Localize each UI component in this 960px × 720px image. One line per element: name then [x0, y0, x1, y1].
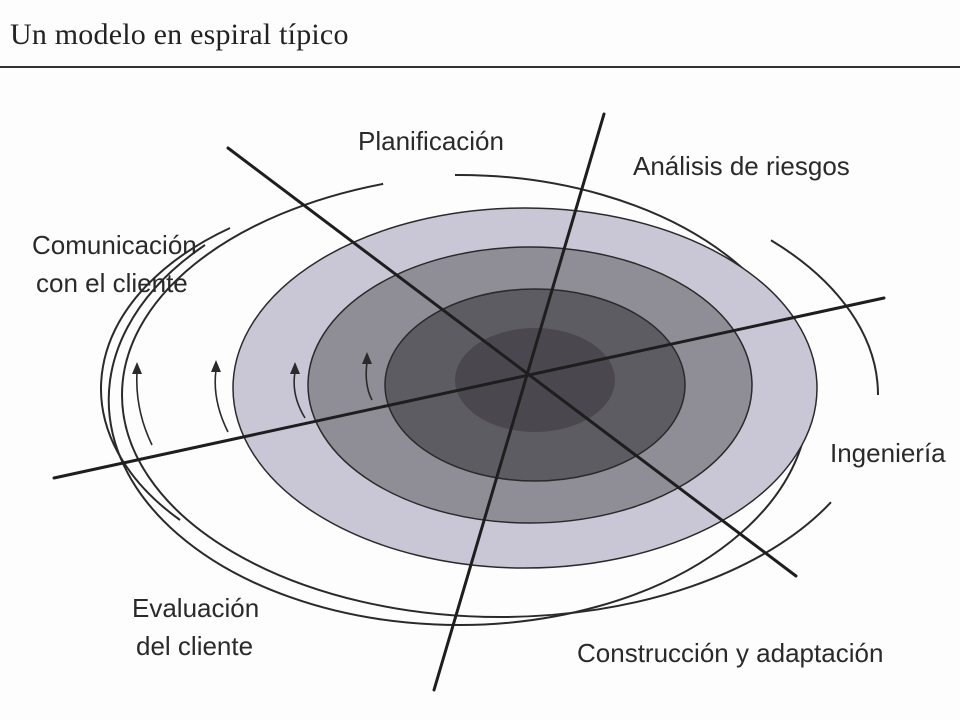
arrow-heads — [132, 352, 372, 374]
label-communication-1: Comunicación — [32, 230, 197, 260]
arrow-4 — [365, 361, 373, 401]
line-steep — [432, 112, 606, 692]
arrow-1 — [135, 371, 153, 446]
page-title: Un modelo en espiral típico — [10, 18, 349, 51]
spiral-arrows — [135, 361, 373, 446]
title-underline — [0, 66, 960, 68]
outer-orbit-arc — [107, 173, 810, 626]
label-engineering: Ingeniería — [830, 438, 946, 468]
label-construction: Construcción y adaptación — [577, 638, 883, 668]
label-evaluation-1: Evaluación — [132, 593, 259, 623]
label-planning: Planificación — [358, 126, 504, 156]
outer-orbit — [121, 172, 879, 618]
arrow-2 — [214, 369, 229, 433]
label-communication-2: con el cliente — [36, 268, 188, 298]
outer-orbit-arc-left — [100, 227, 231, 521]
label-risk-analysis: Análisis de riesgos — [633, 151, 850, 181]
line-horizontal — [52, 296, 886, 480]
arrow-3 — [293, 371, 306, 419]
sector-lines — [52, 112, 886, 692]
line-diagonal — [226, 146, 798, 578]
label-evaluation-2: del cliente — [136, 631, 253, 661]
